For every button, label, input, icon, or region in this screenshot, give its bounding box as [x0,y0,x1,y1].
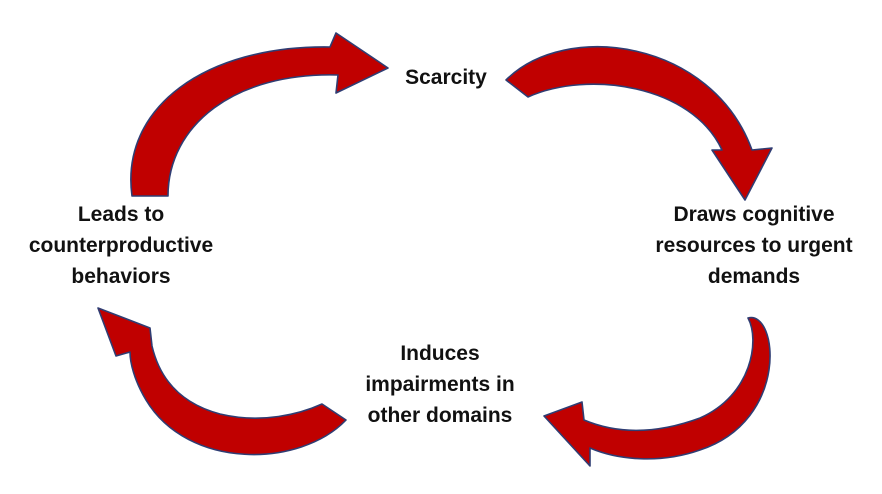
arrow-induces-to-leads [97,307,347,456]
arrow-leads-to-scarcity [130,32,389,197]
node-leads-line-1: Leads to [77,203,165,226]
node-draws-line-2: resources to urgent [655,234,853,257]
arrow-scarcity-to-draws [505,45,773,201]
arrow-draws-to-induces [543,317,771,467]
node-leads-line-2: counterproductive [28,234,214,257]
node-scarcity-line-1: Scarcity [405,66,487,89]
node-scarcity: Scarcity [376,62,516,93]
node-induces-line-2: impairments in [365,373,515,396]
node-draws-cognitive-resources: Draws cognitive resources to urgent dema… [640,199,868,292]
node-draws-line-1: Draws cognitive [673,203,835,226]
node-induces-line-1: Induces [400,342,480,365]
node-induces-impairments: Induces impairments in other domains [340,338,540,431]
node-leads-line-3: behaviors [71,265,171,288]
node-leads-to-behaviors: Leads to counterproductive behaviors [8,199,234,292]
node-draws-line-3: demands [707,265,801,288]
node-induces-line-3: other domains [367,404,513,427]
